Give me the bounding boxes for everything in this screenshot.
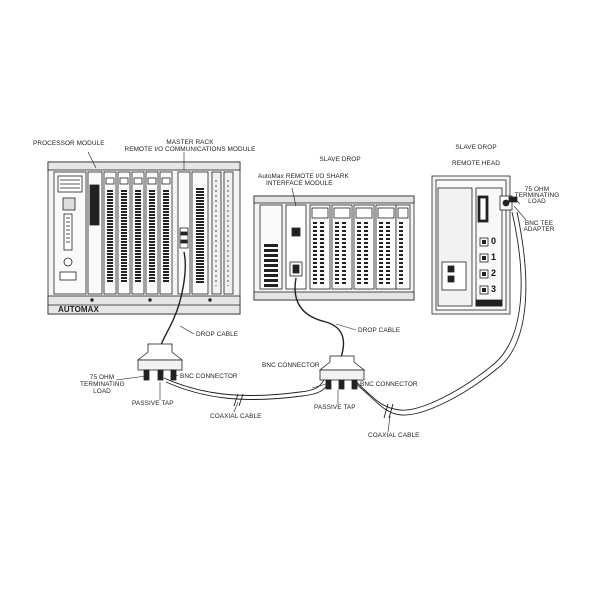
shark-interface-module — [285, 204, 307, 290]
remote-head-port-2: 2 — [491, 268, 497, 278]
remote-head-port-1: 1 — [491, 252, 497, 262]
label-passive-tap-right: PASSIVE TAP — [314, 404, 356, 411]
label-terminating-load-right-1: 75 OHM — [524, 186, 550, 193]
master-rack — [47, 161, 241, 315]
cabling — [159, 251, 345, 361]
label-bnc-connector-mid-left: BNC CONNECTOR — [262, 362, 320, 369]
remote-io-comm-module — [177, 171, 191, 295]
label-remote-io-comm-module: REMOTE I/O COMMUNICATIONS MODULE — [124, 146, 256, 153]
leader-lines — [87, 151, 527, 433]
label-bnc-tee-2: ADAPTER — [523, 226, 555, 233]
label-coaxial-cable-left: COAXIAL CABLE — [210, 413, 262, 420]
label-shark-interface-line2: INTERFACE MODULE — [266, 180, 333, 187]
label-drop-cable-left: DROP CABLE — [196, 331, 239, 338]
shark-slave-drop — [253, 195, 415, 301]
label-master-rack: MASTER RACK — [166, 139, 214, 146]
label-processor-module: PROCESSOR MODULE — [33, 140, 105, 147]
remote-head-slave-drop — [431, 175, 518, 315]
remote-head-port-0: 0 — [491, 236, 497, 246]
remote-head-port-3: 3 — [491, 284, 497, 294]
label-automax: AUTOMAX — [58, 305, 99, 314]
label-terminating-load-left-3: LOAD — [93, 388, 111, 395]
bnc-tee-adapter — [499, 195, 518, 211]
master-io-modules — [103, 171, 173, 295]
label-passive-tap-left: PASSIVE TAP — [132, 400, 174, 407]
passive-tap-left — [136, 343, 184, 381]
label-terminating-load-right-3: LOAD — [528, 198, 546, 205]
label-drop-cable-right: DROP CABLE — [358, 327, 401, 334]
processor-module — [53, 171, 87, 295]
label-remote-head: REMOTE HEAD — [452, 160, 500, 167]
label-bnc-tee-1: BNC TEE — [524, 220, 554, 227]
label-slave-drop-middle: SLAVE DROP — [319, 156, 361, 163]
label-coaxial-cable-right: COAXIAL CABLE — [368, 432, 420, 439]
label-terminating-load-left-2: TERMINATING — [80, 381, 125, 388]
label-slave-drop-right: SLAVE DROP — [455, 144, 497, 151]
label-bnc-connector-mid-right: BNC CONNECTOR — [360, 381, 418, 388]
passive-tap-right — [318, 355, 366, 390]
label-terminating-load-right-2: TERMINATING — [514, 192, 560, 199]
label-shark-interface-line1: AutoMax REMOTE I/O SHARK — [258, 173, 349, 180]
label-terminating-load-left-1: 75 OHM — [89, 374, 115, 381]
label-bnc-connector-left: BNC CONNECTOR — [180, 373, 238, 380]
